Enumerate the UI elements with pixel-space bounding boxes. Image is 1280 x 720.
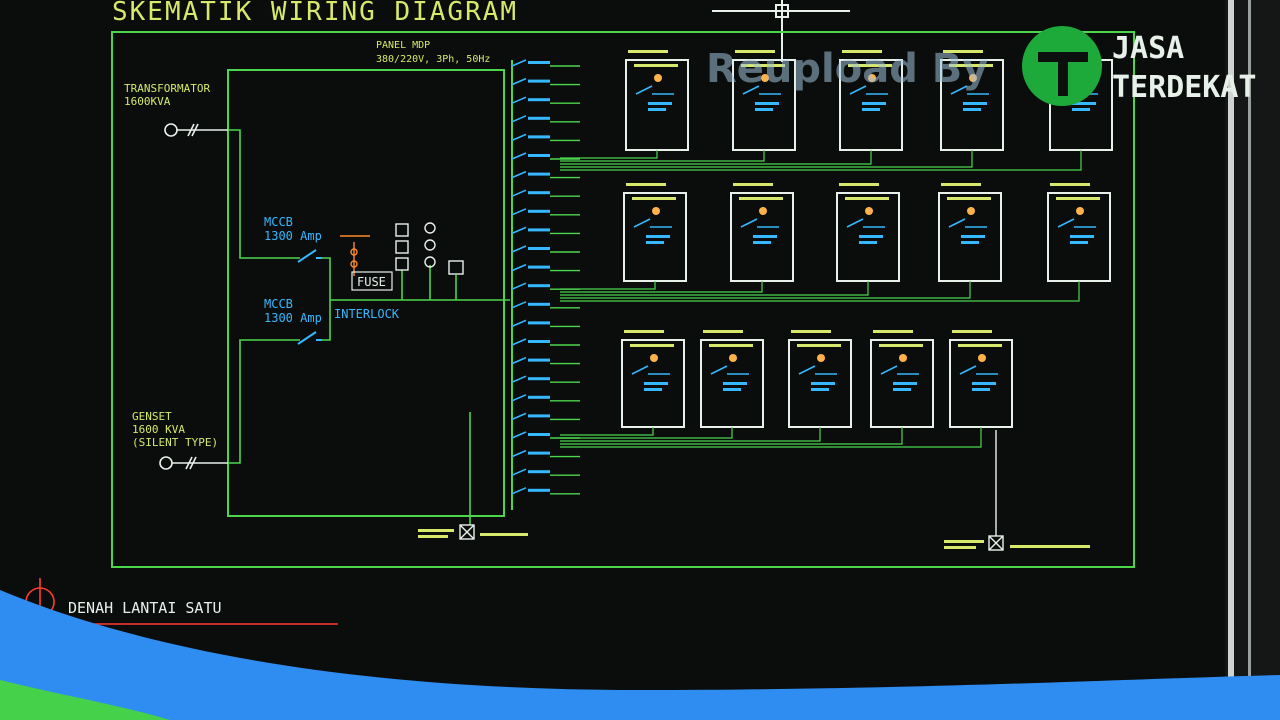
feeder-breaker [511,449,580,458]
sub-panel [560,50,903,165]
feeder-breaker [511,263,580,272]
feeder-breaker [511,375,580,383]
drawing-frame [111,31,1135,568]
meter-icons [395,222,464,275]
mccb-1-rating: 1300 Amp [264,229,322,243]
panel-spec: 380/220V, 3Ph, 50Hz [376,54,490,65]
feeder-breaker [511,468,580,476]
brand-logo-icon [1022,26,1102,106]
sub-panel [560,183,687,290]
sub-panel [560,183,794,293]
feeder-breaker [511,245,580,253]
feeder-breaker [511,133,580,142]
interlock-label: INTERLOCK [334,307,400,321]
feeder-breaker [511,412,580,421]
feeder-breaker [511,115,580,123]
feeder-breaker [511,59,580,67]
genset-note: (SILENT TYPE) [132,436,218,449]
footer-wave [0,590,1280,720]
sub-panel [560,330,685,436]
mccb-2-rating: 1300 Amp [264,311,322,325]
feeder-breaker [511,152,580,160]
panel-name: PANEL MDP [376,40,430,51]
sub-panel [560,183,1002,299]
reupload-watermark: Reupload By [706,46,988,92]
mccb-2-type: MCCB [264,297,293,311]
genset-label: GENSET [132,410,172,423]
sub-panel [560,330,852,442]
transformer-label: TRANSFORMATOR [124,82,210,95]
feeder-breaker [511,226,580,235]
sub-panel [560,183,1111,302]
grounding-mdp-icon [459,524,475,540]
pilot-lamp-icon [340,235,370,276]
sub-panel [560,183,900,296]
feeder-breakers [511,59,580,495]
sub-panel [560,330,934,445]
feeder-breaker [511,77,580,86]
feeder-breaker [511,170,580,179]
mccb-2-breaker-icon [297,331,322,345]
feeder-breaker [511,96,580,104]
sub-panel [560,50,796,162]
transformer-rating: 1600KVA [124,95,171,108]
feeder-breaker [511,208,580,216]
feeder-breaker [511,189,580,197]
transformer-symbol-icon [164,123,228,137]
sub-panel [560,330,764,439]
genset-rating: 1600 KVA [132,423,185,436]
brand-name-line1: JASA [1112,31,1184,66]
feeder-breaker [511,301,580,309]
sub-panel [560,50,1004,168]
fuse-label: FUSE [357,275,386,289]
sub-panel [560,50,689,159]
feeder-breaker [511,319,580,328]
mccb-1-breaker-icon [297,249,322,263]
feeder-breaker [511,394,580,402]
brand-name-line2: TERDEKAT [1112,70,1257,105]
mdp-enclosure [227,69,505,517]
sub-panel [560,330,1013,448]
feeder-breaker [511,487,580,495]
floor-plan-label: DENAH LANTAI SATU [68,599,222,617]
diagram-title: SKEMATIK WIRING DIAGRAM [112,0,518,27]
feeder-breaker [511,356,580,365]
genset-symbol-icon [159,456,228,470]
grounding-sdp-icon [988,430,1004,551]
feeder-breaker [511,338,580,346]
mccb-1-type: MCCB [264,215,293,229]
